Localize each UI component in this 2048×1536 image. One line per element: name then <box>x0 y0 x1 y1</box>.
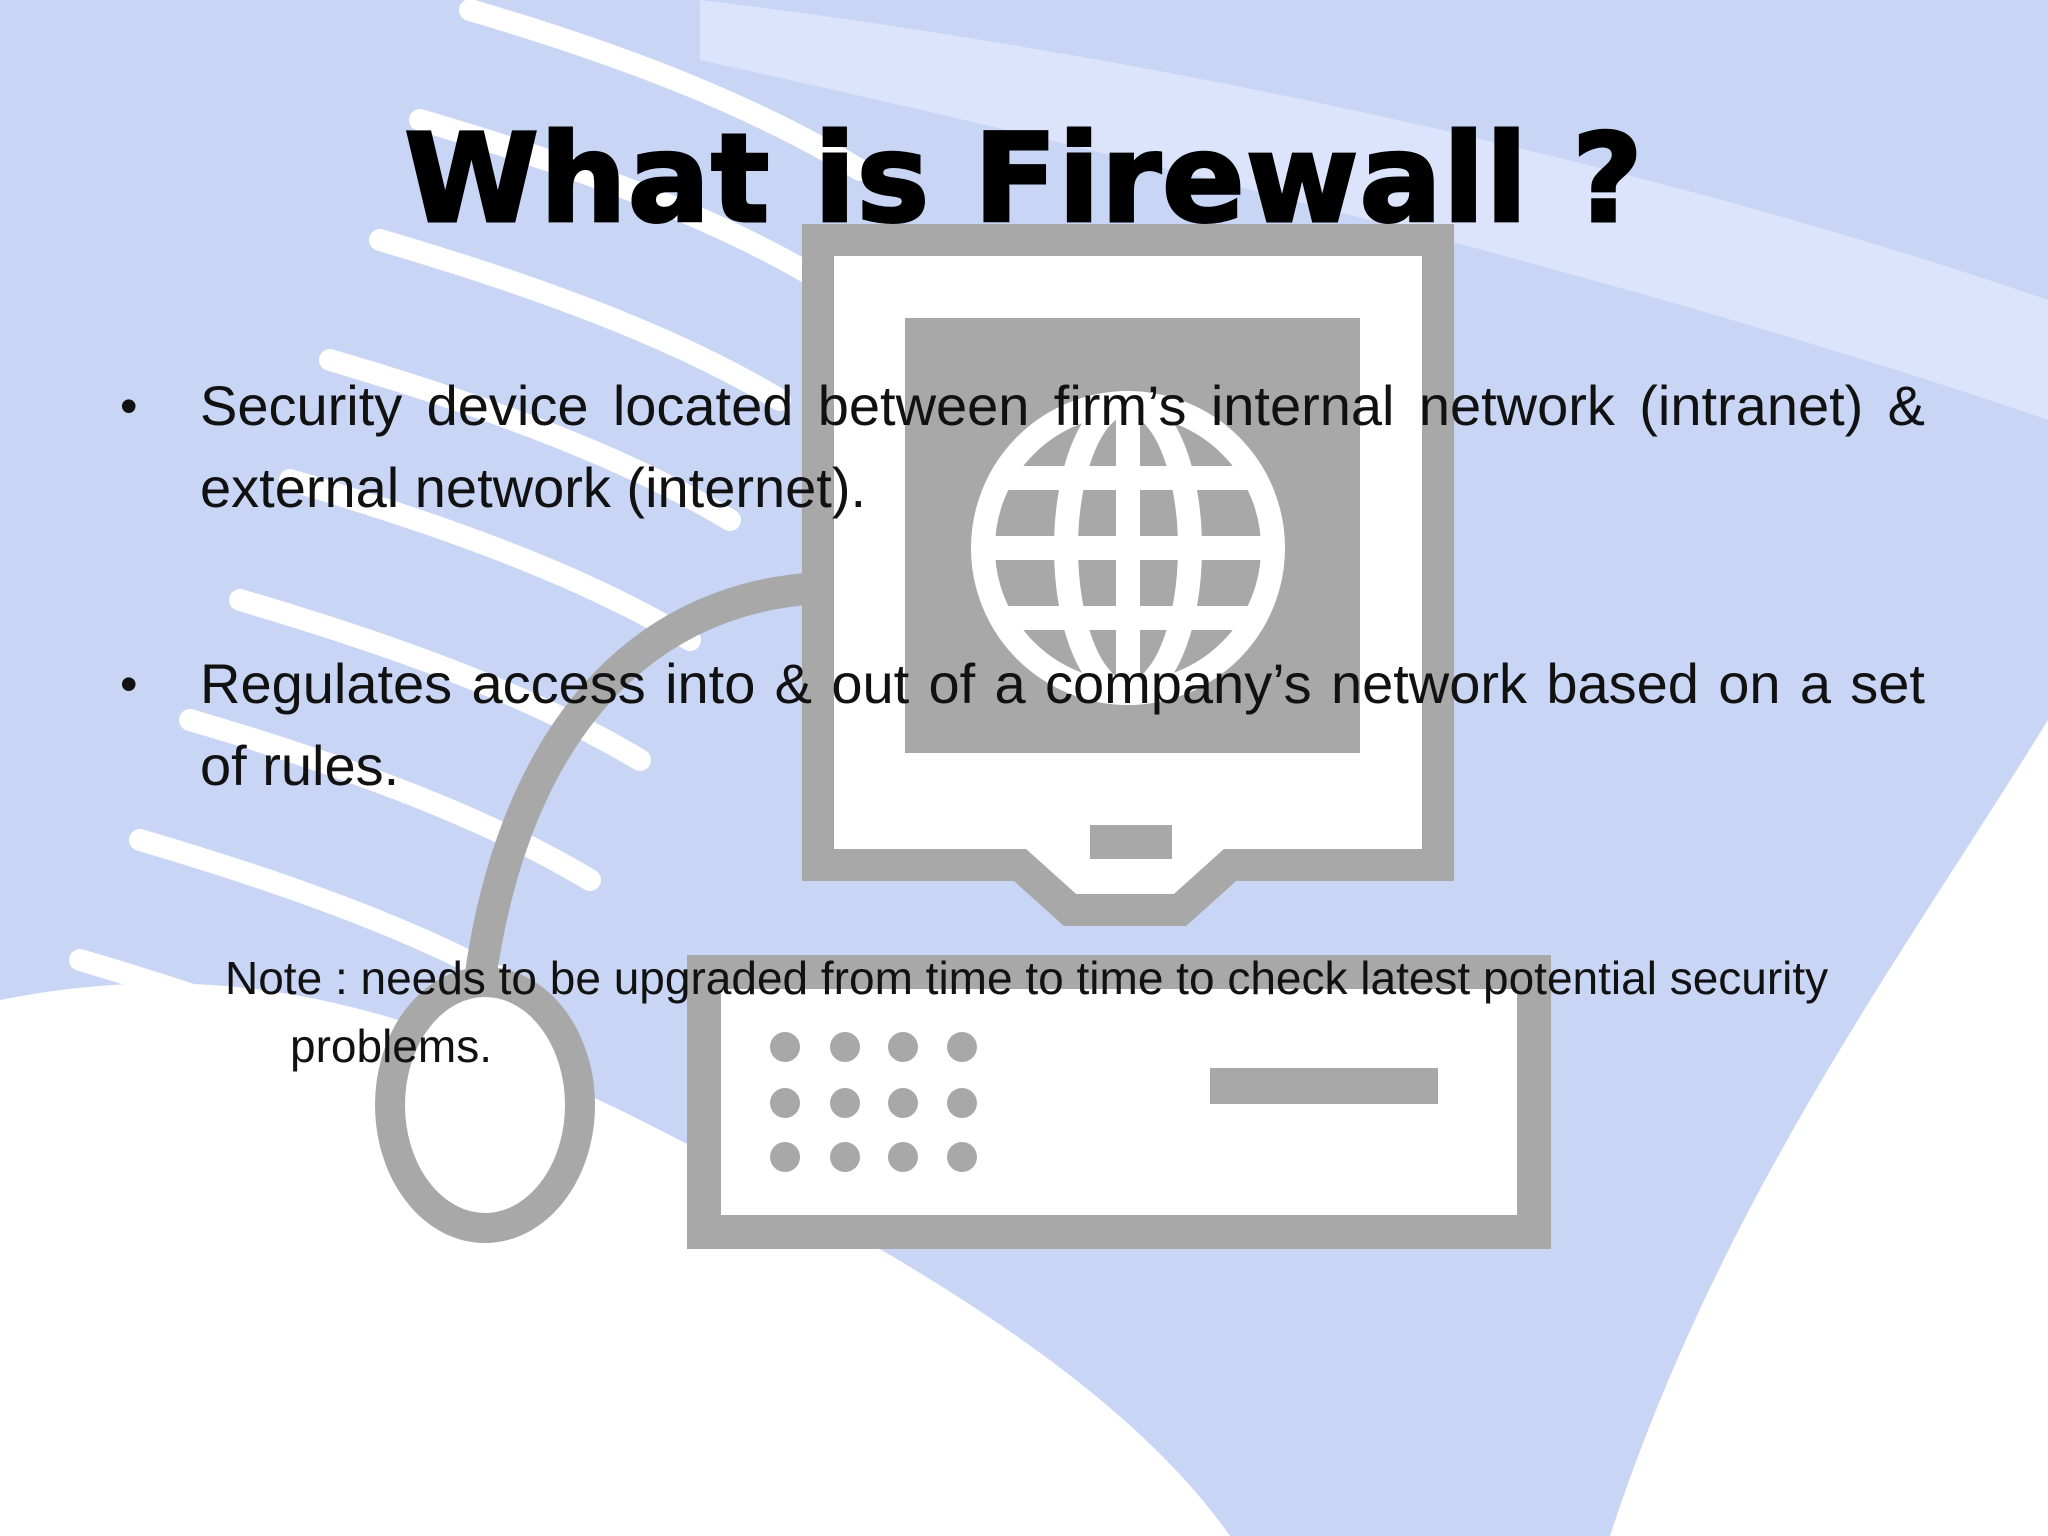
mouse-cable <box>464 572 819 983</box>
background-wave-highlight <box>700 0 2048 420</box>
globe-icon <box>971 391 1285 705</box>
mouse <box>375 967 595 1243</box>
keypad-dots <box>770 1032 977 1172</box>
drive-slot <box>1210 1068 1438 1104</box>
bullet-item: • Regulates access into & out of a compa… <box>120 643 1925 807</box>
bullet-text: Regulates access into & out of a company… <box>200 652 1925 797</box>
note-text: Note : needs to be upgraded from time to… <box>225 952 1829 1072</box>
note-block: Note : needs to be upgraded from time to… <box>225 944 1925 1080</box>
bullet-list: • Security device located between firm’s… <box>120 365 1925 921</box>
computer-globe-icon <box>375 224 1551 1249</box>
slide-title: What is Firewall ? <box>403 108 1644 250</box>
bullet-marker: • <box>120 378 138 434</box>
bullet-item: • Security device located between firm’s… <box>120 365 1925 529</box>
bullet-text: Security device located between firm’s i… <box>200 374 1925 519</box>
bullet-marker: • <box>120 656 138 712</box>
monitor-button <box>1090 825 1172 859</box>
